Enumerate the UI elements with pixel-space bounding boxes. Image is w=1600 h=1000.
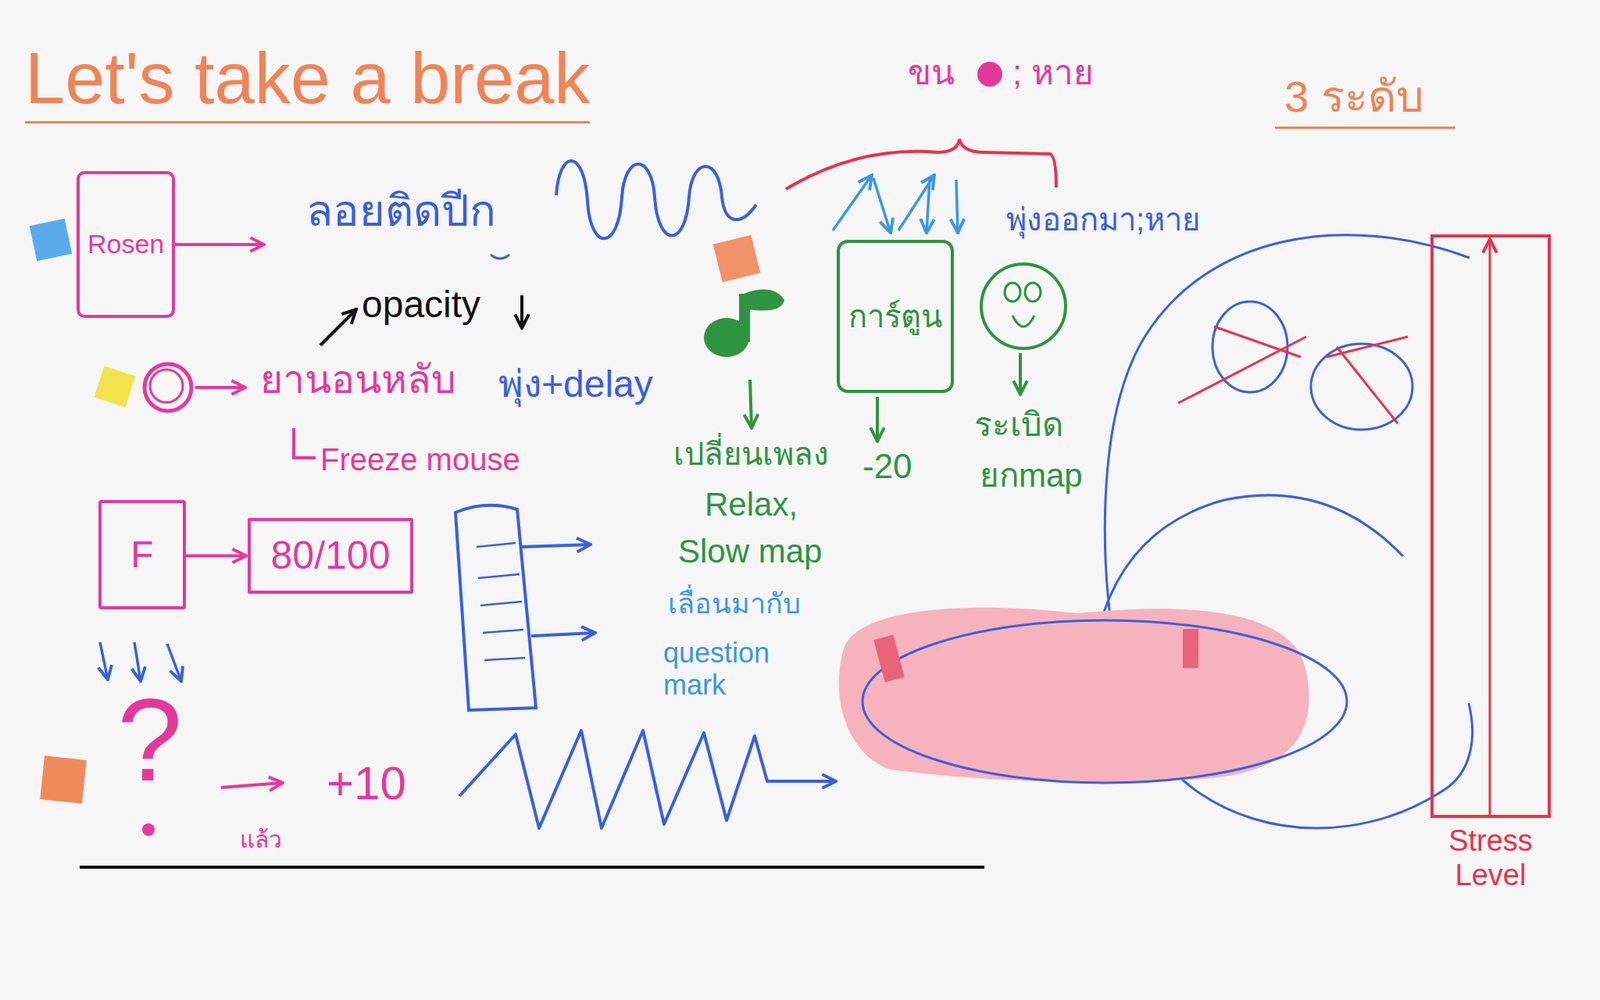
- note-label: เปลี่ยนเพลง: [673, 435, 829, 472]
- note-label: พุ่งออกมา;หาย: [1006, 201, 1200, 238]
- smiley-eye: [1025, 282, 1041, 302]
- arrow: [926, 178, 930, 233]
- note-label: แล้ว: [239, 826, 283, 854]
- smiley-mouth: [1012, 315, 1035, 327]
- level-arrow: [1489, 239, 1492, 817]
- arrow: [221, 782, 283, 788]
- box-text: Stress Level: [1416, 824, 1565, 893]
- arrow: [750, 379, 752, 429]
- arrow: [134, 642, 141, 682]
- note-label: -20: [862, 446, 913, 487]
- note-label: ?: [117, 681, 183, 799]
- zigzag-line: [459, 730, 836, 829]
- arrow: [1018, 353, 1022, 395]
- note-label: Freeze mouse: [320, 441, 521, 478]
- sticky-note: [713, 235, 761, 283]
- note-label: ; หาย: [1012, 53, 1094, 93]
- music-note: [743, 289, 785, 311]
- arrow: [195, 385, 246, 390]
- eye-cross: [1178, 326, 1408, 424]
- title: Let's take a break: [25, 39, 590, 124]
- mouth-mark: [1182, 628, 1199, 668]
- note-label: Slow map: [678, 532, 822, 571]
- arrow: [875, 396, 879, 442]
- scroll-panel: [455, 505, 536, 711]
- box-text: F: [130, 532, 154, 576]
- scroll-lines: [476, 542, 525, 661]
- arrow: [173, 242, 265, 247]
- sketch-box: 80/100: [247, 517, 414, 594]
- note-label: พุ่ง+delay: [498, 362, 654, 406]
- wave-line: [556, 160, 757, 239]
- note-label: opacity: [361, 282, 481, 326]
- box-text: 80/100: [271, 533, 391, 579]
- arrow: [531, 632, 596, 636]
- arrow: [520, 295, 524, 329]
- divider-line: [79, 865, 985, 869]
- note-label: +10: [326, 756, 407, 811]
- brace: [785, 139, 1057, 190]
- arrow: [320, 309, 357, 346]
- sketch-box: F: [98, 500, 186, 610]
- note-label: ยกmap: [979, 457, 1083, 495]
- pill-circle: [150, 369, 183, 403]
- box-text: Rosen: [87, 228, 165, 260]
- dot: [142, 823, 155, 836]
- note-label: 3 ระดับ: [1275, 71, 1456, 129]
- level-bar: Stress Level: [1430, 234, 1551, 818]
- arrow: [167, 643, 182, 682]
- arrow: [521, 544, 591, 547]
- sticky-note: [94, 366, 136, 408]
- note-label: ขน: [907, 53, 955, 93]
- note-label: question mark: [663, 636, 797, 702]
- mouth-mark: [873, 635, 905, 683]
- smiley-eye: [1004, 282, 1021, 302]
- arrow: [873, 178, 891, 233]
- sticky-note: [39, 755, 87, 804]
- pill-circle: [144, 364, 192, 411]
- tick-mark: [490, 254, 510, 259]
- bracket: [293, 428, 316, 458]
- mouth-outline: [862, 620, 1347, 783]
- arrow: [956, 179, 958, 233]
- note-label: เลื่อนมากับ: [667, 587, 801, 620]
- note-label: Relax,: [704, 485, 798, 524]
- note-label: ลอยติดปีก: [306, 185, 497, 236]
- sketch-box: การ์ตูน: [836, 239, 954, 393]
- note-label: ยานอนหลับ: [260, 357, 457, 404]
- note-label: ระเบิด: [974, 406, 1064, 444]
- box-text: การ์ตูน: [848, 298, 943, 335]
- sketch-box: Rosen: [76, 171, 175, 318]
- smiley-face: [981, 264, 1066, 349]
- arrow: [100, 642, 108, 680]
- sticky-note: [29, 218, 73, 262]
- connector-arrow: [185, 554, 247, 558]
- arrow: [832, 175, 872, 231]
- face-eye: [1310, 343, 1413, 430]
- dot: [977, 61, 1003, 87]
